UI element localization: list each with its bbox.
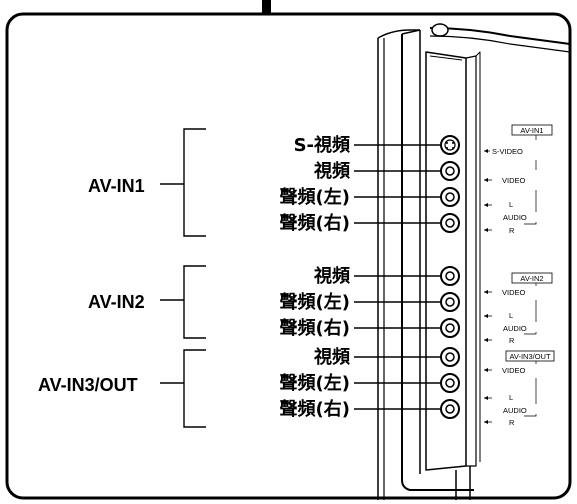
side-box-av-in2: AV-IN2 [520, 274, 543, 283]
side-label-svideo: S-VIDEO [492, 147, 523, 156]
side-label-audio-1: AUDIO [503, 213, 527, 222]
bracket-av-in1 [160, 128, 206, 237]
rca-jack [440, 292, 460, 312]
rca-jack [440, 266, 460, 286]
port-label-av-in3-video: 視頻 [313, 346, 350, 368]
side-label-audio-2: AUDIO [503, 324, 527, 333]
rca-jacks [440, 161, 460, 419]
group-brackets [160, 128, 206, 428]
side-label-r-2: R [509, 336, 515, 345]
top-tab [262, 0, 271, 14]
rca-jack [440, 347, 460, 367]
side-label-audio-3: AUDIO [503, 406, 527, 415]
group-label-av-in3-out: AV-IN3/OUT [38, 375, 138, 395]
rca-jack [440, 373, 460, 393]
side-label-r-3: R [509, 418, 515, 427]
side-label-l-2: L [509, 311, 513, 320]
side-box-av-in1: AV-IN1 [520, 126, 543, 135]
side-markings-av-in3: AV-IN3/OUT VIDEO L AUDIO R [484, 350, 555, 427]
side-label-video-2: VIDEO [502, 288, 526, 297]
svideo-jack [440, 135, 460, 155]
port-label-av-in1-video: 視頻 [313, 160, 350, 182]
port-label-av-in1-audio-l: 聲頻(左) [280, 186, 350, 208]
port-label-av-in2-video: 視頻 [313, 265, 350, 287]
side-box-av-in3: AV-IN3/OUT [509, 352, 551, 361]
leader-lines [354, 144, 440, 410]
side-label-l-1: L [509, 200, 513, 209]
bracket-av-in3 [160, 349, 206, 428]
tv-side-panel [377, 23, 571, 500]
port-label-av-in3-audio-r: 聲頻(右) [280, 398, 350, 420]
side-label-r-1: R [509, 226, 515, 235]
group-label-av-in1: AV-IN1 [88, 176, 145, 196]
rca-jack [440, 399, 460, 419]
side-markings-av-in1: AV-IN1 S-VIDEO VIDEO L AUDIO R [484, 124, 553, 235]
rca-jack [440, 187, 460, 207]
side-label-l-3: L [509, 393, 513, 402]
rca-jack [440, 318, 460, 338]
outer-frame [5, 12, 572, 500]
rca-jack [440, 161, 460, 181]
port-label-av-in2-audio-r: 聲頻(右) [280, 317, 350, 339]
bracket-av-in2 [160, 265, 206, 339]
port-label-av-in1-svideo: S-視頻 [294, 134, 350, 156]
port-label-av-in2-audio-l: 聲頻(左) [280, 291, 350, 313]
rca-jack [440, 213, 460, 233]
port-label-av-in3-audio-l: 聲頻(左) [280, 372, 350, 394]
side-label-video-1: VIDEO [502, 176, 526, 185]
port-label-av-in1-audio-r: 聲頻(右) [280, 212, 350, 234]
side-label-video-3: VIDEO [502, 366, 526, 375]
group-label-av-in2: AV-IN2 [88, 292, 145, 312]
side-markings-av-in2: AV-IN2 VIDEO L AUDIO R [484, 272, 553, 345]
